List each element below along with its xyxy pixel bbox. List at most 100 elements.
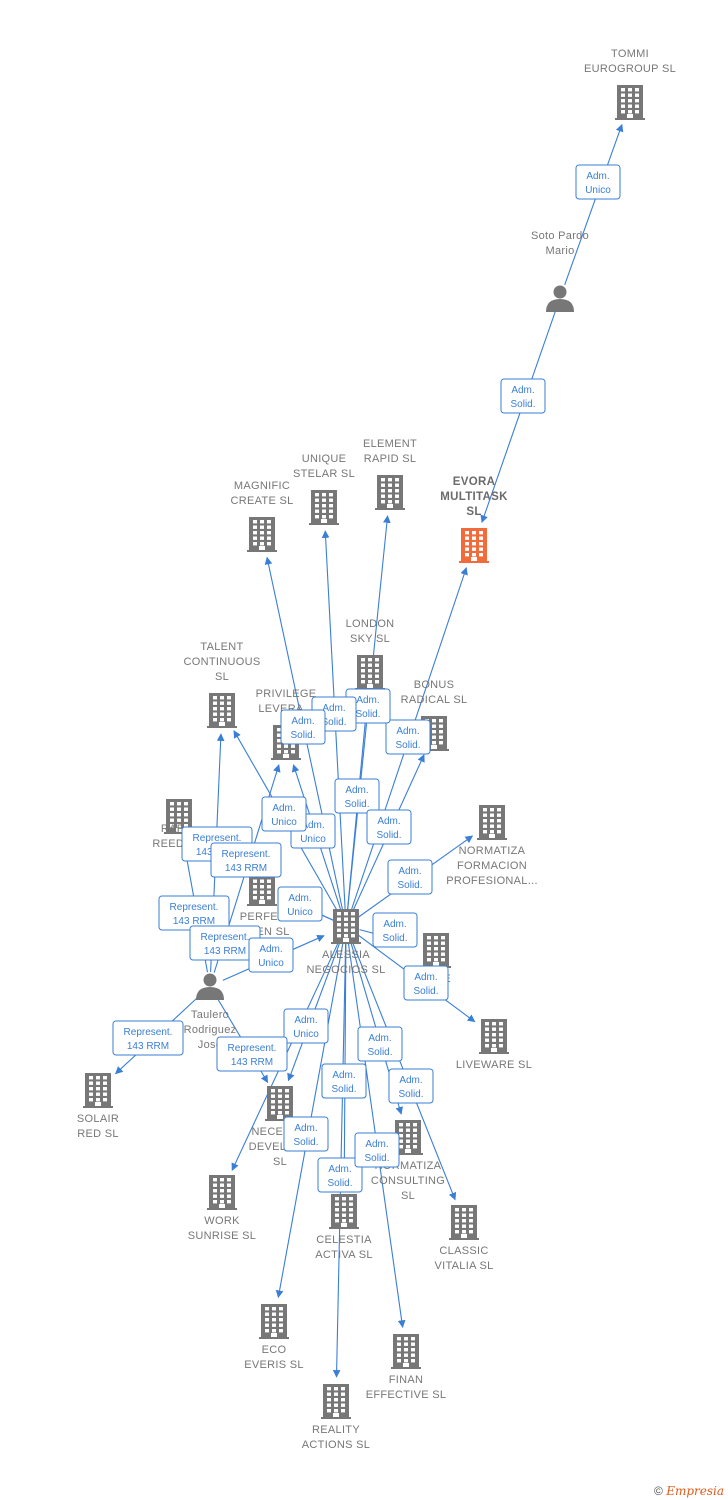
edge-badge[interactable]: Adm. Unico <box>261 796 307 832</box>
edge-badge[interactable]: Adm.Unico <box>283 1008 329 1044</box>
badge-label: Solid. <box>321 717 346 728</box>
badge-label: Solid. <box>290 730 315 741</box>
node-label: ECO <box>262 1344 287 1356</box>
building-icon <box>265 1086 295 1121</box>
edge-badge[interactable]: Adm.Solid. <box>334 778 380 814</box>
edge-badge[interactable]: Adm.Solid. <box>387 859 433 895</box>
edge-badge[interactable]: Adm.Solid. <box>366 809 412 845</box>
node-label: NEGOCIOS SL <box>306 964 385 976</box>
node-label: FORMACION <box>457 860 527 872</box>
edge-badge[interactable]: Represent.143 RRM <box>112 1020 184 1056</box>
badge-label: 143 RRM <box>173 916 215 927</box>
badge-label: Represent. <box>170 902 219 913</box>
node-label: WORK <box>204 1215 240 1227</box>
badge-label: Represent. <box>228 1043 277 1054</box>
badge-label: Adm. <box>259 944 282 955</box>
node-label: SL <box>401 1190 415 1202</box>
edge-badge[interactable]: Adm.Unico <box>575 164 621 200</box>
edge-badge[interactable]: Adm.Solid. <box>372 912 418 948</box>
edge-badge[interactable]: Adm. Solid. <box>403 965 449 1001</box>
node-alessia[interactable]: ALESSIA NEGOCIOS SL <box>306 909 385 976</box>
person-icon <box>196 973 224 1000</box>
node-label: BONUS <box>414 679 455 691</box>
node-label: CONSULTING <box>371 1175 445 1187</box>
badge-label: Unico <box>271 817 297 828</box>
badge-label: Adm. <box>294 1123 317 1134</box>
badge-label: Adm. <box>294 1015 317 1026</box>
node-classic[interactable]: CLASSIC VITALIA SL <box>434 1205 493 1272</box>
edge-badge[interactable]: Represent. 143 RRM <box>158 895 230 931</box>
building-icon <box>477 805 507 840</box>
edge-badge[interactable]: Adm.Solid. <box>317 1157 363 1193</box>
node-label: MAGNIFIC <box>234 480 290 492</box>
badge-label: Adm. <box>399 1075 422 1086</box>
building-icon <box>449 1205 479 1240</box>
edge-badge[interactable]: Adm.Solid. <box>321 1063 367 1099</box>
node-label: CREATE SL <box>230 495 293 507</box>
edge-badge[interactable]: Adm.Solid. <box>283 1116 329 1152</box>
node-label: ACTIVA SL <box>315 1249 373 1261</box>
node-label: FINAN <box>389 1374 424 1386</box>
brand-logo[interactable]: Empresia <box>666 1484 724 1498</box>
node-work[interactable]: WORK SUNRISE SL <box>188 1175 256 1242</box>
badge-label: Adm. <box>383 919 406 930</box>
edge-badge[interactable]: Adm.Unico <box>277 886 323 922</box>
edge-badge[interactable]: Adm.Solid. <box>357 1026 403 1062</box>
badge-label: Adm. <box>272 803 295 814</box>
node-label: VITALIA SL <box>434 1260 493 1272</box>
badge-label: Adm. <box>365 1139 388 1150</box>
badge-label: Solid. <box>395 740 420 751</box>
edge-badge[interactable]: Adm.Solid. <box>388 1068 434 1104</box>
badge-label: Solid. <box>364 1153 389 1164</box>
badge-label: Adm. <box>288 893 311 904</box>
node-normatiza_f[interactable]: NORMATIZAFORMACIONPROFESIONAL... <box>446 805 538 887</box>
building-icon <box>247 517 277 552</box>
edge-badge[interactable]: Adm.Unico <box>248 937 294 973</box>
building-icon <box>207 1175 237 1210</box>
node-magnific[interactable]: MAGNIFIC CREATE SL <box>230 480 293 552</box>
footer: © Empresia <box>654 1484 724 1498</box>
node-liveware[interactable]: LIVEWARE SL <box>456 1019 532 1071</box>
edge-badge[interactable]: Represent.143 RRM <box>210 842 282 878</box>
edge-badge[interactable]: Adm.Solid. <box>385 719 431 755</box>
node-label: SUNRISE SL <box>188 1230 256 1242</box>
badge-label: Solid. <box>367 1047 392 1058</box>
badge-label: Adm. <box>377 816 400 827</box>
edge-badge[interactable]: Adm. Solid. <box>354 1132 400 1168</box>
node-label: Jose <box>198 1039 222 1051</box>
building-icon <box>83 1073 113 1108</box>
badge-label: Adm. <box>414 972 437 983</box>
edge-badge[interactable]: Adm.Solid. <box>345 688 391 724</box>
badge-label: Adm. <box>322 703 345 714</box>
badge-label: Adm. <box>345 785 368 796</box>
node-label: LIVEWARE SL <box>456 1059 532 1071</box>
node-label: REALITY <box>312 1424 360 1436</box>
badge-label: Solid. <box>355 709 380 720</box>
badge-label: Solid. <box>413 986 438 997</box>
building-icon <box>329 1194 359 1229</box>
node-label: NORMATIZA <box>459 845 526 857</box>
node-label: EVORA <box>453 476 495 488</box>
node-label: TALENT <box>200 641 243 653</box>
edge-badge[interactable]: Adm.Solid. <box>280 709 326 745</box>
node-label: ALESSIA <box>322 949 370 961</box>
node-label: CLASSIC <box>439 1245 488 1257</box>
building-icon <box>355 655 385 690</box>
edge-badge[interactable]: Represent.143 RRM <box>216 1036 288 1072</box>
edge-badge[interactable]: Adm.Solid. <box>500 378 546 414</box>
node-label: RADICAL SL <box>401 694 468 706</box>
